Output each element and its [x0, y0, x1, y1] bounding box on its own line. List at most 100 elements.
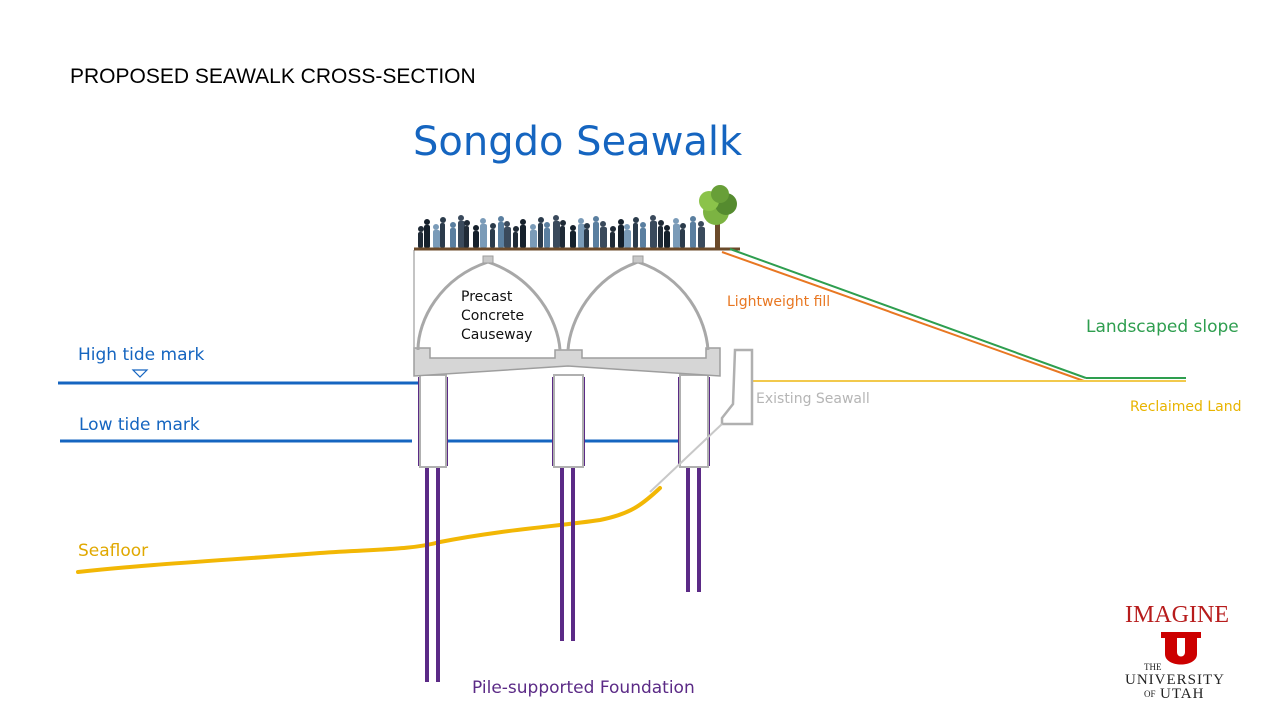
pedestrian-silhouettes: [418, 215, 705, 248]
pedestrian-icon: [610, 232, 615, 248]
pedestrian-icon: [450, 228, 456, 248]
pedestrian-head-icon: [673, 218, 679, 224]
pedestrian-icon: [424, 225, 430, 248]
pedestrian-icon: [544, 228, 550, 248]
seafloor-label: Seafloor: [78, 541, 148, 561]
pedestrian-icon: [553, 221, 560, 248]
utah-u-icon: [1161, 632, 1201, 665]
landscaped-slope-label: Landscaped slope: [1086, 317, 1239, 337]
pedestrian-head-icon: [458, 215, 464, 221]
pedestrian-head-icon: [490, 223, 496, 229]
pedestrian-head-icon: [690, 216, 696, 222]
pedestrian-head-icon: [640, 222, 646, 228]
pedestrian-head-icon: [553, 215, 559, 221]
pedestrian-head-icon: [440, 217, 446, 223]
logo-university-text: UNIVERSITY: [1125, 672, 1225, 688]
slide-heading: PROPOSED SEAWALK CROSS-SECTION: [70, 65, 476, 88]
pedestrian-icon: [680, 229, 685, 248]
pedestrian-head-icon: [513, 226, 519, 232]
foundation-label: Pile-supported Foundation: [472, 678, 695, 698]
diagram-title: Songdo Seawalk: [413, 119, 743, 165]
pedestrian-icon: [498, 222, 504, 248]
pedestrian-icon: [618, 225, 624, 248]
pedestrian-head-icon: [530, 224, 536, 230]
pedestrian-head-icon: [433, 224, 439, 230]
left-arch-keystone: [482, 255, 494, 264]
pedestrian-head-icon: [664, 225, 670, 231]
pedestrian-icon: [490, 229, 495, 248]
pedestrian-head-icon: [650, 215, 656, 221]
pedestrian-icon: [640, 228, 646, 248]
right-arch-keystone: [632, 255, 644, 264]
pedestrian-icon: [538, 223, 543, 248]
pedestrian-icon: [673, 224, 680, 248]
pedestrian-icon: [440, 223, 445, 248]
pedestrian-head-icon: [698, 221, 704, 227]
pedestrian-head-icon: [504, 221, 510, 227]
pedestrian-icon: [578, 224, 585, 248]
lightweight-fill-line: [721, 251, 1085, 382]
pedestrian-icon: [664, 231, 670, 248]
pedestrian-head-icon: [593, 216, 599, 222]
pedestrian-icon: [464, 226, 469, 248]
pedestrian-icon: [624, 230, 631, 248]
pedestrian-head-icon: [418, 226, 424, 232]
pile-caps: [419, 374, 709, 468]
seawall-toe: [649, 423, 723, 493]
university-of-utah-logo: IMAGINE THE UNIVERSITY OF UTAH: [1125, 602, 1229, 702]
pedestrian-icon: [650, 221, 657, 248]
pedestrian-icon: [593, 222, 599, 248]
pedestrian-icon: [513, 232, 518, 248]
causeway-label-line1: Precast: [461, 289, 513, 305]
pedestrian-head-icon: [464, 220, 470, 226]
pedestrian-head-icon: [570, 225, 576, 231]
high-tide-marker-icon: [131, 369, 149, 378]
pedestrian-head-icon: [618, 219, 624, 225]
pedestrian-head-icon: [480, 218, 486, 224]
pedestrian-head-icon: [600, 221, 606, 227]
pedestrian-icon: [633, 223, 638, 248]
pedestrian-icon: [504, 227, 511, 248]
pedestrian-head-icon: [658, 220, 664, 226]
pedestrian-head-icon: [538, 217, 544, 223]
pedestrian-icon: [560, 226, 565, 248]
pedestrian-head-icon: [473, 225, 479, 231]
pedestrian-head-icon: [450, 222, 456, 228]
causeway-label-line3: Causeway: [461, 327, 532, 343]
pedestrian-icon: [690, 222, 696, 248]
pedestrian-head-icon: [424, 219, 430, 225]
pedestrian-head-icon: [624, 224, 630, 230]
reclaimed-land-label: Reclaimed Land: [1130, 399, 1242, 415]
pedestrian-head-icon: [520, 219, 526, 225]
causeway-deck-slab: [413, 347, 721, 377]
pedestrian-icon: [520, 225, 526, 248]
existing-seawall-label: Existing Seawall: [756, 391, 870, 407]
low-tide-label: Low tide mark: [79, 415, 200, 435]
existing-seawall: [720, 348, 754, 426]
pedestrian-icon: [570, 231, 576, 248]
pedestrian-icon: [458, 221, 465, 248]
pedestrian-icon: [698, 227, 705, 248]
high-tide-label: High tide mark: [78, 345, 204, 365]
pedestrian-icon: [658, 226, 663, 248]
pedestrian-head-icon: [544, 222, 550, 228]
pedestrian-icon: [433, 230, 440, 248]
pedestrian-icon: [584, 229, 589, 248]
tree-icon: [699, 185, 737, 248]
logo-of-text: OF: [1144, 689, 1156, 699]
landscaped-slope-line: [729, 248, 1087, 379]
pedestrian-head-icon: [560, 220, 566, 226]
pedestrian-head-icon: [498, 216, 504, 222]
pedestrian-head-icon: [610, 226, 616, 232]
pedestrian-head-icon: [633, 217, 639, 223]
logo-imagine-text: IMAGINE: [1125, 602, 1229, 628]
pedestrian-head-icon: [578, 218, 584, 224]
causeway-label-line2: Concrete: [461, 308, 524, 324]
pedestrian-icon: [530, 230, 537, 248]
logo-utah-text: UTAH: [1160, 686, 1204, 702]
pedestrian-icon: [480, 224, 487, 248]
right-arch: [566, 260, 710, 351]
pedestrian-head-icon: [584, 223, 590, 229]
